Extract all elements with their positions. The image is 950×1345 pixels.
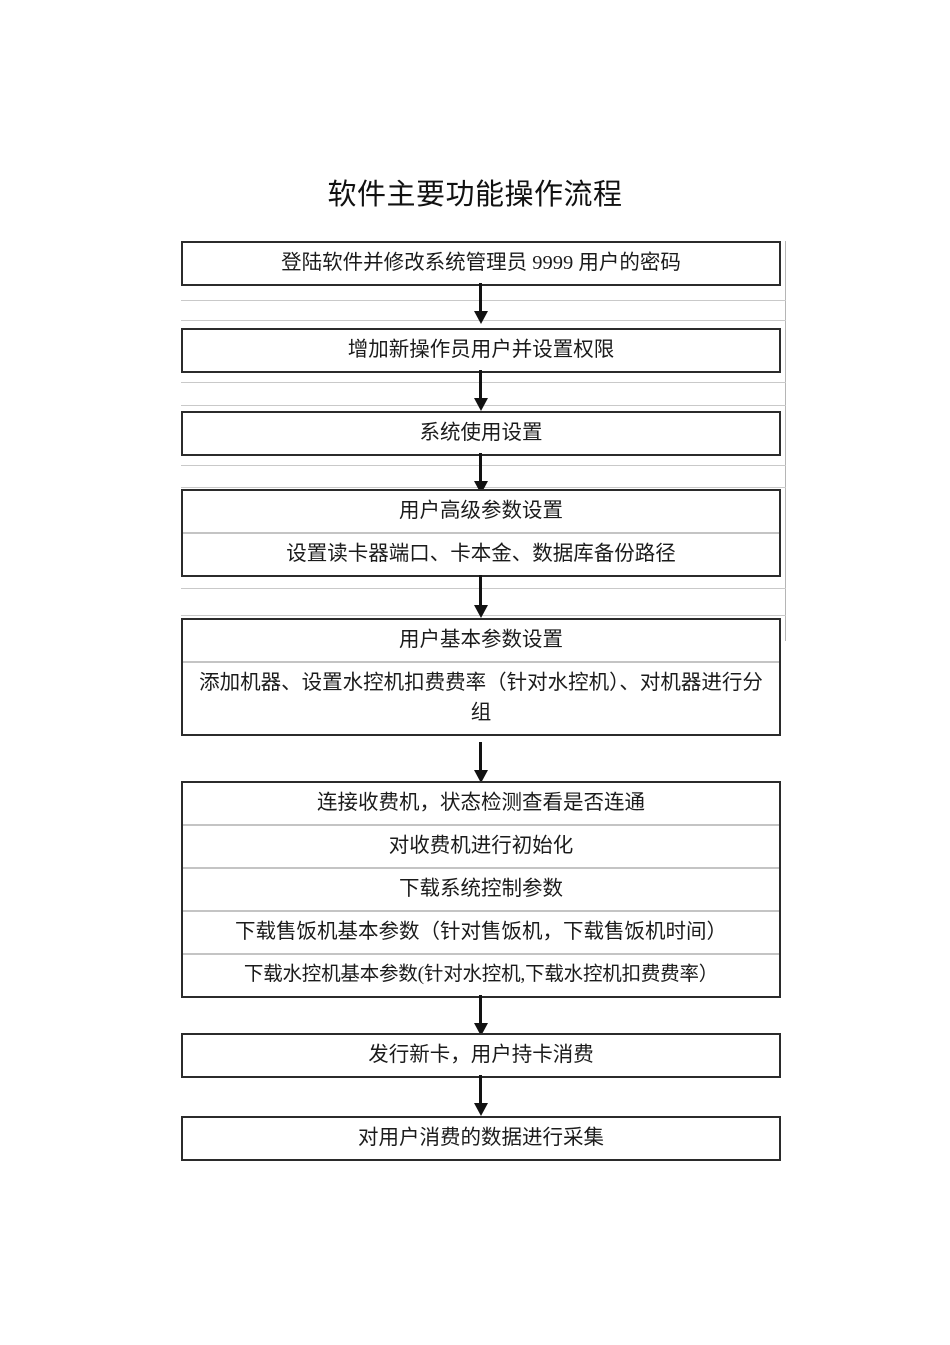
flow-step-2-row-1: 增加新操作员用户并设置权限	[347, 339, 615, 361]
flow-arrow-1	[474, 283, 488, 325]
table-gap-rule-1	[181, 300, 786, 301]
flow-step-6-row-2: 对收费机进行初始化	[183, 824, 779, 867]
flow-step-6-row-1: 连接收费机，状态检测查看是否连通	[317, 792, 645, 814]
flow-step-7-row-1: 发行新卡，用户持卡消费	[368, 1044, 594, 1066]
flow-step-4-row-1: 用户高级参数设置	[399, 500, 563, 522]
flow-step-5-row-1: 用户基本参数设置	[399, 629, 563, 651]
table-gap-rule-3	[181, 382, 786, 383]
flow-step-2: 增加新操作员用户并设置权限	[181, 328, 781, 373]
flow-step-5: 用户基本参数设置 添加机器、设置水控机扣费费率（针对水控机）、对机器进行分组	[181, 618, 781, 736]
flow-step-6-row-3: 下载系统控制参数	[183, 867, 779, 910]
table-right-rule-artifact	[785, 241, 786, 641]
flow-step-1-row-1: 登陆软件并修改系统管理员 9999 用户的密码	[281, 252, 681, 274]
flow-step-7: 发行新卡，用户持卡消费	[181, 1033, 781, 1078]
flow-arrow-2	[474, 370, 488, 412]
flow-step-4-row-2: 设置读卡器端口、卡本金、数据库备份路径	[183, 532, 779, 575]
page-title: 软件主要功能操作流程	[327, 179, 623, 211]
flow-step-6: 连接收费机，状态检测查看是否连通 对收费机进行初始化 下载系统控制参数 下载售饭…	[181, 781, 781, 998]
flow-step-1: 登陆软件并修改系统管理员 9999 用户的密码	[181, 241, 781, 286]
flow-arrow-6	[474, 995, 488, 1037]
flow-step-5-row-2: 添加机器、设置水控机扣费费率（针对水控机）、对机器进行分组	[183, 661, 779, 734]
flow-arrow-7	[474, 1075, 488, 1117]
flow-step-3: 系统使用设置	[181, 411, 781, 456]
flow-step-6-row-5: 下载水控机基本参数(针对水控机,下载水控机扣费费率）	[183, 953, 779, 996]
table-gap-rule-7	[181, 588, 786, 589]
flow-step-6-row-4: 下载售饭机基本参数（针对售饭机，下载售饭机时间）	[183, 910, 779, 953]
flow-step-8: 对用户消费的数据进行采集	[181, 1116, 781, 1161]
flow-arrow-5	[474, 742, 488, 784]
flow-arrow-4	[474, 575, 488, 620]
table-gap-rule-5	[181, 465, 786, 466]
flow-step-3-row-1: 系统使用设置	[419, 422, 543, 444]
flow-step-4: 用户高级参数设置 设置读卡器端口、卡本金、数据库备份路径	[181, 489, 781, 577]
flow-step-8-row-1: 对用户消费的数据进行采集	[358, 1127, 604, 1149]
